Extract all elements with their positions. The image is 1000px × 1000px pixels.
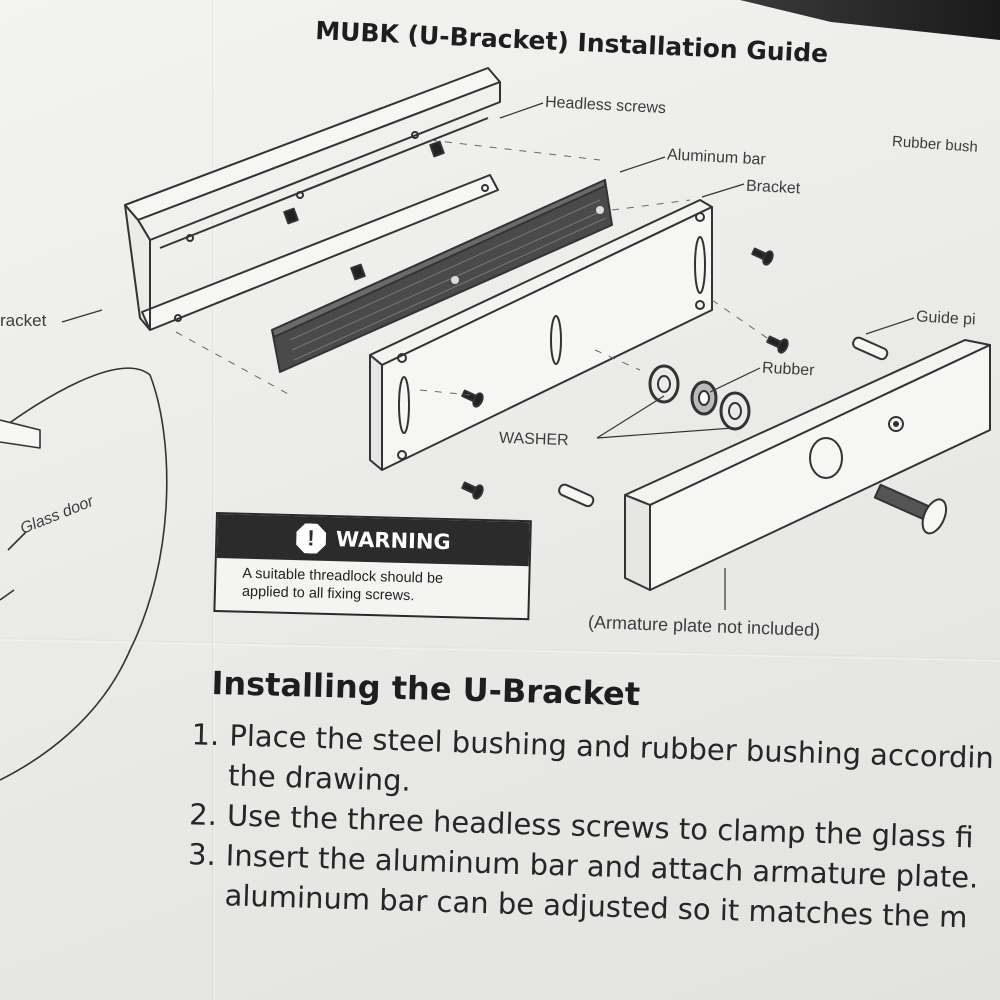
u-bracket-drawing xyxy=(124,67,501,331)
armature-plate-drawing xyxy=(624,339,991,591)
headless-screw-icon xyxy=(350,263,366,281)
headless-screw-icon xyxy=(429,140,445,158)
warning-octagon-icon: ! xyxy=(296,523,327,554)
label-guide-pin: Guide pi xyxy=(915,308,977,329)
step-number: 2. xyxy=(188,797,218,833)
guide-pins xyxy=(558,336,889,508)
aluminum-bar-drawing xyxy=(271,179,613,373)
screws-group xyxy=(461,247,789,500)
step-number: 1. xyxy=(191,717,220,753)
step-number: 3. xyxy=(187,837,217,872)
instruction-steps: 1. Place the steel bushing and rubber bu… xyxy=(178,714,1000,941)
washer-rubber-group xyxy=(648,364,751,431)
glass-door-outline xyxy=(0,367,168,781)
label-bracket: Bracket xyxy=(745,177,801,198)
paper-fold-vertical xyxy=(212,0,215,1000)
label-washer: WASHER xyxy=(498,429,569,450)
label-rubber: Rubber xyxy=(761,359,815,380)
bracket-plate-drawing xyxy=(369,199,713,471)
warning-title: WARNING xyxy=(335,527,452,555)
warning-box: ! WARNING A suitable threadlock should b… xyxy=(213,512,532,621)
leader-lines xyxy=(61,102,915,610)
headless-screw-icon xyxy=(283,207,299,225)
assembly-lines xyxy=(175,139,771,396)
warning-text: A suitable threadlock should be applied … xyxy=(216,558,529,614)
label-bracket-left: racket xyxy=(0,311,47,330)
